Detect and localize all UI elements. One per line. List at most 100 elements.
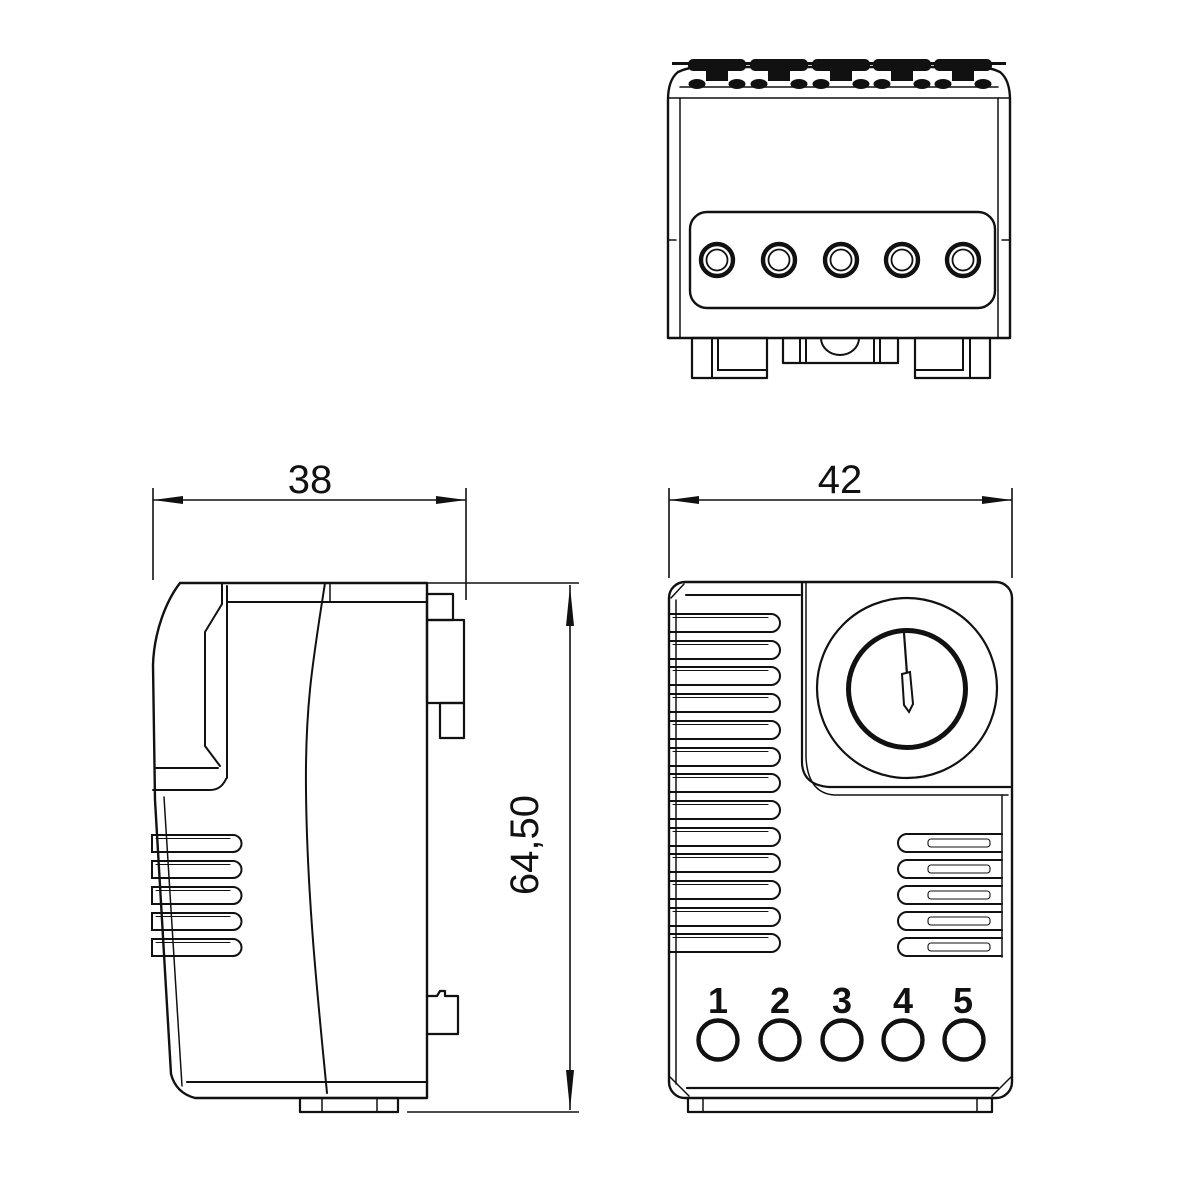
- terminal-opening: [698, 241, 736, 279]
- front-edge-inner: [163, 796, 183, 1087]
- terminal-openings-front: [696, 1018, 986, 1062]
- center-clip: [781, 336, 900, 365]
- base-strip: [686, 1096, 994, 1114]
- front-base: [669, 1076, 1012, 1114]
- terminal-opening: [944, 241, 982, 279]
- louver-slat: [668, 773, 781, 793]
- terminal-opening: [696, 1018, 740, 1062]
- mounting-foot: [690, 336, 769, 380]
- terminal-label-1: 1: [708, 980, 728, 1021]
- terminal-openings-top: [698, 241, 982, 279]
- terminal-label-3: 3: [832, 980, 852, 1021]
- louver-slot: [927, 838, 991, 848]
- screw-head: [974, 79, 992, 89]
- front-left-louvers: [668, 613, 781, 953]
- sensor-cover-panel: [204, 603, 223, 767]
- dimension-front-width: 42: [668, 458, 1013, 578]
- screw-clamp-bar: [934, 59, 992, 71]
- louver-slat: [668, 880, 781, 900]
- louver-slat: [668, 933, 781, 953]
- terminal-opening: [942, 1018, 986, 1062]
- screw-clamp-bar: [812, 59, 870, 71]
- terminal-opening: [883, 241, 921, 279]
- arrowhead: [566, 1070, 574, 1110]
- screw-head: [934, 79, 952, 89]
- dial-panel-inner: [805, 581, 1009, 796]
- terminal-label-2: 2: [770, 980, 790, 1021]
- arrowhead: [436, 496, 466, 504]
- din-clip-body: [425, 618, 466, 705]
- dial-panel: [800, 580, 1012, 796]
- top-view: [666, 59, 1012, 380]
- screw-clamp-bar: [750, 59, 808, 71]
- foot-detail: [717, 337, 768, 371]
- screw-terminals-top: [688, 59, 992, 89]
- louver-slat: [668, 613, 781, 633]
- screw-head: [750, 79, 768, 89]
- terminal-opening-inner: [767, 248, 791, 272]
- side-ventilation-louvers: [151, 834, 243, 957]
- screw-clamp-stem: [830, 69, 852, 81]
- dial-pointer: [902, 631, 909, 676]
- terminal-opening: [760, 241, 798, 279]
- terminal-label-4: 4: [893, 980, 913, 1021]
- base-chamfers: [669, 1076, 1012, 1097]
- terminal-label-5: 5: [953, 980, 973, 1021]
- terminal-opening-inner: [951, 248, 975, 272]
- dimension-label-38: 38: [288, 458, 333, 502]
- front-right-louvers: [897, 833, 1003, 957]
- louver-slat: [897, 833, 1003, 853]
- louver-slat: [668, 693, 781, 713]
- screw-head: [852, 79, 870, 89]
- louver-slat: [668, 800, 781, 820]
- louver-slat: [668, 666, 781, 686]
- screw-head: [688, 79, 706, 89]
- louver-slat: [668, 747, 781, 767]
- arrowhead: [566, 586, 574, 626]
- arrowhead: [153, 496, 183, 504]
- side-view-body: [151, 581, 429, 1100]
- louver-slat: [668, 640, 781, 660]
- side-view: [151, 581, 466, 1114]
- louver-slat: [151, 886, 243, 905]
- dial-bezel: [815, 596, 999, 780]
- louver-slat: [897, 911, 1003, 931]
- dial-panel-outline: [800, 580, 1012, 789]
- arrowhead: [982, 496, 1012, 504]
- louver-slat: [897, 937, 1003, 957]
- foot-detail: [914, 337, 964, 371]
- dimension-label-42: 42: [818, 458, 863, 502]
- screw-clamp-stem: [768, 69, 790, 81]
- center-clip-arc: [820, 337, 860, 356]
- foot-detail: [321, 1097, 378, 1113]
- screw-head: [728, 79, 746, 89]
- terminal-opening-inner: [890, 248, 914, 272]
- dial-pointer-blade: [900, 670, 915, 714]
- base-strip-detail: [702, 1097, 978, 1113]
- screw-clamp-stem: [952, 69, 974, 81]
- mounting-foot: [913, 336, 992, 380]
- louver-slat: [151, 912, 243, 931]
- louver-slat: [668, 827, 781, 847]
- louver-slat: [897, 885, 1003, 905]
- center-clip-slots: [799, 337, 881, 364]
- screw-head: [913, 79, 931, 89]
- terminal-opening-inner: [829, 248, 853, 272]
- terminal-opening: [822, 241, 860, 279]
- din-clip: [425, 592, 466, 740]
- housing-seam: [304, 582, 328, 1094]
- louver-slat: [668, 720, 781, 740]
- dimension-side-width: 38: [152, 458, 467, 600]
- dimension-height: 64,50: [407, 582, 579, 1113]
- dimension-label-height: 64,50: [503, 795, 547, 895]
- louver-slot: [927, 916, 991, 926]
- screw-head: [790, 79, 808, 89]
- mounting-feet-top: [690, 336, 992, 380]
- louver-slat: [151, 860, 243, 879]
- arrowhead: [669, 496, 699, 504]
- terminal-opening: [881, 1018, 925, 1062]
- terminal-opening-inner: [705, 248, 729, 272]
- screw-clamp-bar: [873, 59, 931, 71]
- louver-slat: [897, 859, 1003, 879]
